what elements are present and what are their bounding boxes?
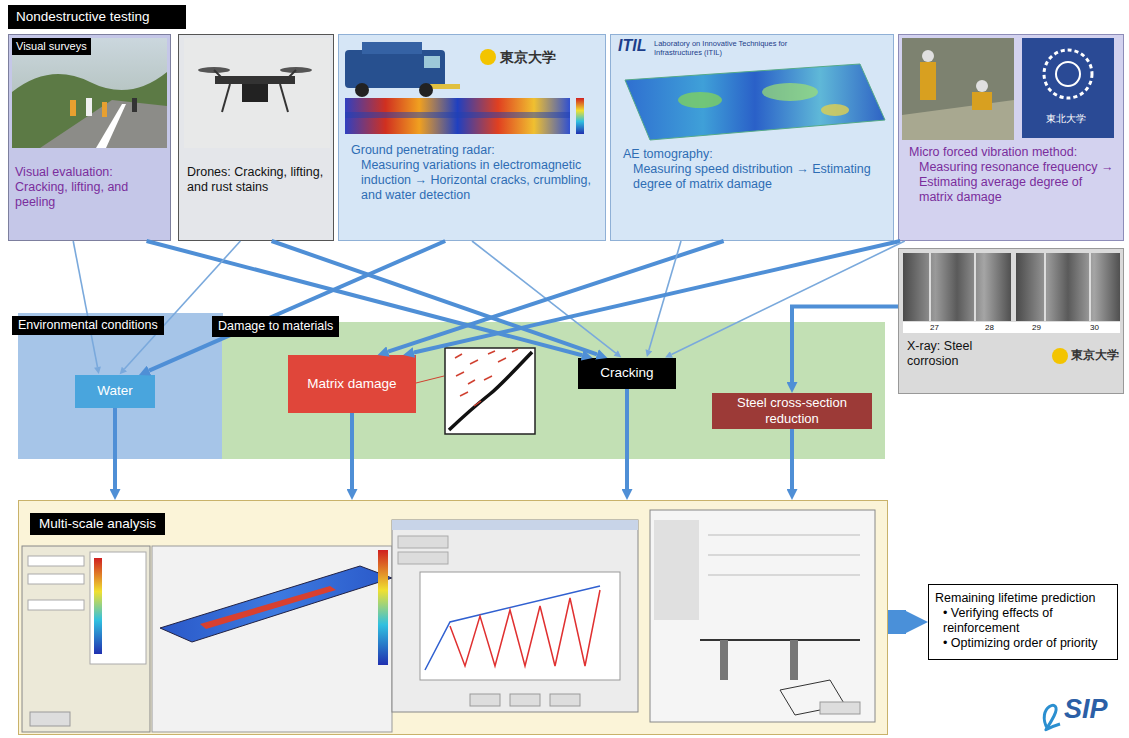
radar-image (345, 98, 584, 134)
analysis-panel: Multi-scale analysis (18, 500, 888, 735)
connector-arrow (790, 429, 794, 489)
radar-truck (345, 42, 496, 97)
xray-image (903, 253, 1120, 364)
tag-label: Damage to materials (212, 316, 339, 337)
node-text: Cracking (600, 365, 653, 381)
node-text: Steel cross-section reduction (718, 395, 866, 426)
region-band: Matrix damage CrackingSteel cross-section… (222, 322, 885, 459)
connector-arrow (388, 241, 724, 352)
logo-text: 東京大学 (500, 49, 556, 65)
node-text: Visual evaluation: Cracking, lifting, an… (15, 165, 164, 210)
factor-box: Water (75, 375, 155, 408)
node-text: Nondestructive testing (16, 9, 178, 25)
node-text: Matrix damage (307, 376, 396, 392)
logo-text: 東北大学 (1046, 113, 1086, 125)
method-panel: X-ray: Steel corrosion (898, 248, 1124, 394)
node-text: • Optimizing order of priority (935, 636, 1111, 651)
connector-arrow (414, 241, 900, 353)
node-text: Remaining lifetime prediction (935, 591, 1111, 606)
bridge-screenshot (650, 510, 875, 722)
survey-photo (12, 38, 167, 148)
connector-arrow (649, 241, 681, 350)
connector-arrow (147, 241, 583, 355)
scale-number: 27 (930, 323, 939, 332)
tag-label: Multi-scale analysis (30, 513, 165, 535)
connector-arrow (671, 241, 904, 355)
logo-text: Laboratory on Innovative Techniques for … (654, 40, 819, 57)
method-panel: Visual surveysVisual evaluation: Crackin… (8, 34, 171, 241)
node-text: Measuring variations in electromagnetic … (351, 158, 597, 203)
connector-arrow (625, 389, 629, 489)
node-text: Drones: Cracking, lifting, and rust stai… (187, 165, 327, 195)
connector-arrow (272, 241, 597, 354)
drone-photo (184, 38, 330, 148)
scale-number: 30 (1090, 323, 1099, 332)
connector-arrow (124, 241, 240, 369)
watermark: SIP (1064, 694, 1108, 725)
connector-arrow (350, 413, 354, 489)
result-box: Remaining lifetime prediction• Verifying… (928, 584, 1118, 660)
scale-number: 28 (985, 323, 994, 332)
connector-arrow (73, 241, 97, 367)
factor-box: Matrix damage (288, 355, 416, 413)
node-text: Measuring resonance frequency → Estimati… (909, 160, 1117, 205)
ae-tomography-map (625, 64, 885, 140)
node-text: Ground penetrating radar: (351, 143, 597, 158)
region-band: WaterEnvironmental conditions (18, 313, 223, 459)
logo-text: 東京大学 (1071, 349, 1119, 363)
vibration-photo (902, 38, 1014, 140)
connector-arrow (149, 241, 445, 371)
node-text: • Verifying effects of reinforcement (935, 606, 1111, 636)
connector-arrow (472, 241, 616, 353)
connector-arrow (888, 610, 906, 634)
node-text: AE tomography: (623, 147, 885, 162)
sip-logo (1044, 705, 1060, 730)
node-text: Water (97, 383, 133, 399)
method-panel: Ground penetrating radar:Measuring varia… (338, 34, 606, 241)
factor-box: Cracking (578, 358, 676, 389)
method-panel: AE tomography:Measuring speed distributi… (610, 34, 894, 241)
method-panel: Micro forced vibration method:Measuring … (898, 34, 1124, 241)
crack-illustration (416, 348, 535, 434)
connector-arrow (113, 408, 117, 489)
analysis-screenshot (22, 546, 392, 732)
node-text: Measuring speed distribution → Estimatin… (623, 162, 885, 192)
hysteresis-screenshot (392, 520, 638, 712)
node-text: X-ray: Steel corrosion (907, 339, 1011, 369)
tag-label: Visual surveys (12, 38, 91, 55)
method-panel: Drones: Cracking, lifting, and rust stai… (178, 34, 334, 241)
section-tag: Nondestructive testing (8, 5, 186, 29)
logo-text: ITIL (618, 37, 646, 55)
tag-label: Environmental conditions (12, 316, 164, 335)
factor-box: Steel cross-section reduction (712, 393, 872, 429)
connector-arrow (792, 306, 898, 382)
node-text: Micro forced vibration method: (909, 145, 1117, 160)
scale-number: 29 (1032, 323, 1041, 332)
tohoku-logo (1022, 38, 1114, 138)
